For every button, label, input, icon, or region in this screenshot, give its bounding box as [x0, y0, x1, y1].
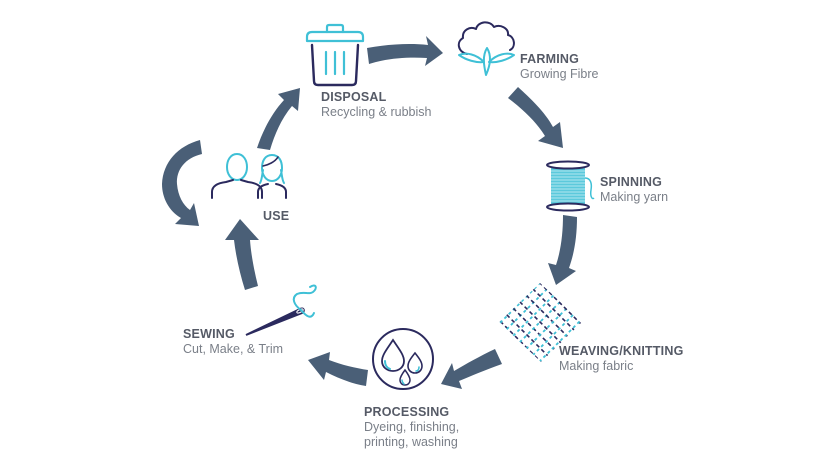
stage-title: DISPOSAL [321, 90, 387, 104]
fabric-warp-thread [499, 284, 578, 362]
stage-label-spinning: SPINNING Making yarn [600, 175, 668, 205]
thread-spool-icon [546, 160, 595, 212]
stage-label-use: USE [263, 209, 289, 224]
stage-title: SPINNING [600, 175, 663, 189]
arrow-sewing-to-use [225, 219, 259, 290]
fabric-warp-thread [502, 283, 582, 360]
arrow-disposal-to-farming [367, 36, 443, 66]
people-icon [211, 153, 287, 199]
stage-label-disposal: DISPOSAL Recycling & rubbish [321, 90, 431, 120]
stage-subtitle: Cut, Make, & Trim [183, 342, 284, 356]
stage-subtitle: Making fabric [559, 359, 634, 373]
stage-title: FARMING [520, 52, 580, 66]
woven-fabric-icon [499, 283, 582, 362]
water-drops-icon [372, 328, 434, 390]
arrow-weaving-to-processing [441, 349, 502, 389]
stage-label-weaving: WEAVING/KNITTING Making fabric [559, 344, 684, 374]
stage-label-sewing: SEWING Cut, Make, & Trim [183, 327, 283, 357]
stage-title: USE [263, 209, 290, 223]
fabric-warp-thread [499, 310, 552, 362]
fabric-warp-thread [508, 283, 582, 354]
arrow-farming-to-spinning [508, 87, 563, 148]
fabric-warp-thread [499, 283, 582, 362]
stage-title: PROCESSING [364, 405, 450, 419]
stage-subtitle: Growing Fibre [520, 67, 599, 81]
needle-thread-icon [245, 284, 317, 336]
fabric-weft-thread [499, 283, 565, 347]
stage-title: SEWING [183, 327, 235, 341]
fabric-warp-thread [528, 283, 582, 334]
stage-title: WEAVING/KNITTING [559, 344, 684, 358]
arrow-reuse-loop [162, 140, 202, 226]
fabric-warp-thread [499, 297, 565, 362]
fabric-weft-thread [499, 283, 559, 341]
stage-subtitle: printing, washing [364, 435, 458, 449]
arrow-spinning-to-weaving [548, 215, 577, 285]
arrow-processing-to-sewing [308, 352, 368, 386]
arrow-use-to-disposal [257, 88, 300, 150]
stage-subtitle: Recycling & rubbish [321, 105, 432, 119]
stage-subtitle: Dyeing, finishing, [364, 420, 460, 434]
cotton-plant-icon [457, 21, 515, 76]
stage-label-farming: FARMING Growing Fibre [520, 52, 599, 82]
stage-label-processing: PROCESSING Dyeing, finishing, printing, … [364, 405, 459, 450]
stage-subtitle: Making yarn [600, 190, 669, 204]
trash-bin-icon [305, 23, 365, 87]
